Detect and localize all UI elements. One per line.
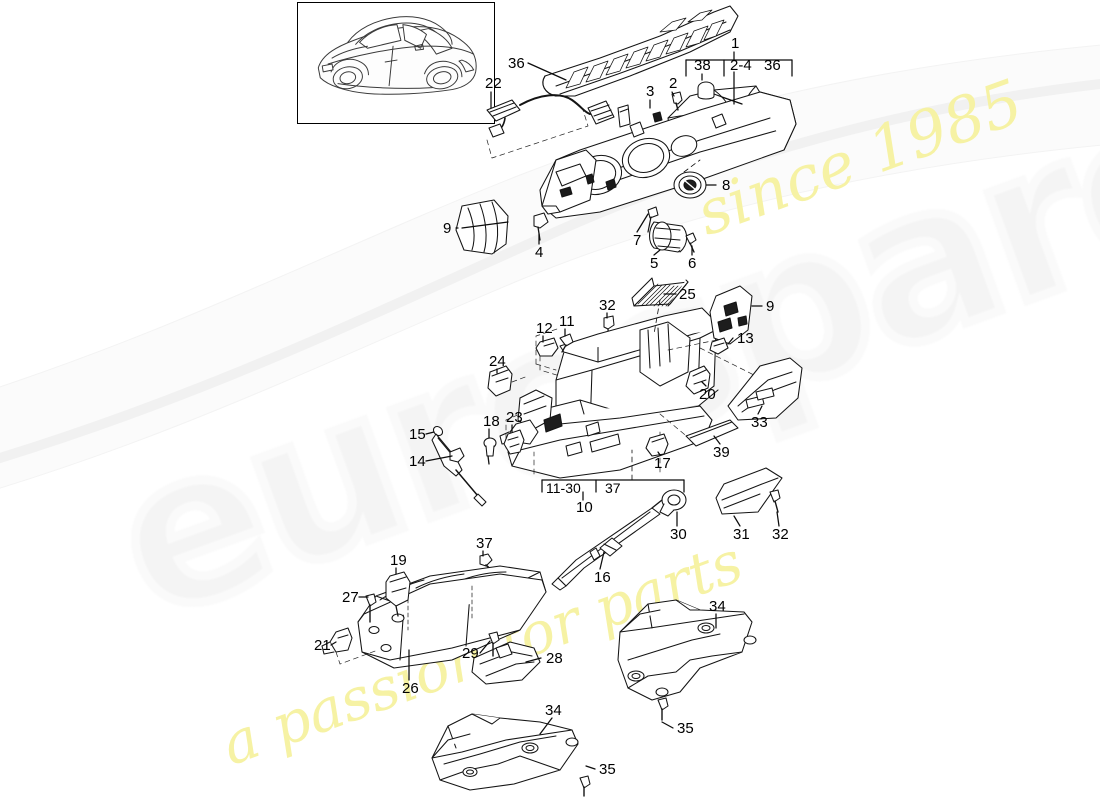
callout-17: 17	[654, 455, 671, 472]
part-34-cover-panel-right	[617, 599, 757, 701]
callout-2: 2	[669, 75, 678, 92]
callout-37-bracket: 37	[605, 480, 621, 496]
callout-5: 5	[650, 255, 659, 272]
callout-4: 4	[535, 244, 544, 261]
part-12-bracket	[535, 337, 559, 357]
part-20-retainer	[685, 365, 711, 395]
part-13-clip	[709, 337, 729, 355]
part-7-vent-clip	[647, 206, 659, 233]
part-18-rivet	[483, 437, 497, 465]
part-11-screw	[559, 333, 574, 353]
part-4-clip	[533, 212, 549, 241]
porsche-cayman-icon	[317, 16, 477, 95]
callout-9-left: 9	[443, 220, 452, 237]
part-5-vent-housing	[648, 221, 688, 253]
callout-18: 18	[483, 413, 500, 430]
part-32-screw-lower	[769, 489, 781, 513]
callout-36-top: 36	[508, 55, 525, 72]
part-35-screw-bottom	[579, 775, 591, 797]
part-19-hinge-bracket	[385, 571, 411, 617]
part-35-screw-right	[657, 697, 669, 721]
callout-15: 15	[409, 426, 426, 443]
part-28-lock-catch	[471, 641, 541, 685]
part-33-end-trim	[727, 357, 803, 421]
part-14-damper-bracket	[449, 447, 465, 463]
vehicle-thumbnail-box	[297, 2, 495, 124]
callout-30: 30	[670, 526, 687, 543]
callout-29: 29	[462, 645, 479, 662]
callout-24: 24	[489, 353, 506, 370]
callout-11: 11	[559, 313, 575, 330]
callout-25: 25	[679, 286, 696, 303]
part-25-grille	[631, 277, 689, 307]
part-10-glove-housing	[499, 307, 719, 479]
callout-34-bottom: 34	[545, 702, 562, 719]
part-22-wiring-harness	[486, 94, 615, 138]
part-36-lid-trim-insert	[542, 5, 739, 97]
dashboard-upper-frame	[539, 91, 797, 219]
callout-23: 23	[506, 409, 523, 426]
callout-34-right: 34	[709, 598, 726, 615]
callout-37-mid: 37	[476, 535, 493, 552]
part-24-spacer	[487, 365, 513, 397]
callout-28: 28	[546, 650, 563, 667]
callout-35-bottom: 35	[599, 761, 616, 778]
callout-9-right: 9	[766, 298, 775, 315]
callout-36-bracket: 36	[764, 57, 781, 74]
part-38-bush	[697, 81, 723, 100]
callout-21: 21	[314, 637, 331, 654]
callout-19: 19	[390, 552, 407, 569]
callout-26: 26	[402, 680, 419, 697]
callout-35-right: 35	[677, 720, 694, 737]
callout-11-30: 11-30	[546, 480, 581, 496]
callout-27: 27	[342, 589, 359, 606]
callout-16: 16	[594, 569, 611, 586]
callout-7: 7	[633, 232, 642, 249]
callout-8: 8	[722, 177, 731, 194]
part-2-screw	[671, 91, 683, 111]
callout-12: 12	[536, 320, 553, 337]
part-9-end-cap-left	[455, 199, 509, 255]
part-23-clamp	[503, 429, 525, 455]
part-9-end-cap-right	[709, 285, 753, 345]
callout-20: 20	[699, 386, 716, 403]
callout-32-lower: 32	[772, 526, 789, 543]
callout-32-upper: 32	[599, 297, 616, 314]
part-30-lock-cylinder	[651, 489, 687, 517]
callout-33: 33	[751, 414, 768, 431]
callout-6: 6	[688, 255, 697, 272]
part-16-lock-rod	[551, 507, 661, 591]
callout-3: 3	[646, 83, 655, 100]
callout-31: 31	[733, 526, 750, 543]
part-21-mounting-bracket	[321, 627, 353, 655]
callout-2-4: 2-4	[730, 57, 752, 74]
callout-39: 39	[713, 444, 730, 461]
callout-14: 14	[409, 453, 426, 470]
part-3-retaining-clip	[617, 104, 631, 128]
part-29-screw	[488, 631, 500, 657]
part-31-cover-plate	[715, 467, 783, 515]
part-39-strip-trim	[685, 419, 739, 447]
callout-38: 38	[694, 57, 711, 74]
callout-22: 22	[485, 75, 502, 92]
callout-1: 1	[731, 35, 740, 52]
part-8-air-outlet	[673, 171, 707, 199]
part-17-stop-buffer	[645, 433, 669, 457]
callout-10: 10	[576, 499, 593, 516]
callout-13: 13	[737, 330, 754, 347]
